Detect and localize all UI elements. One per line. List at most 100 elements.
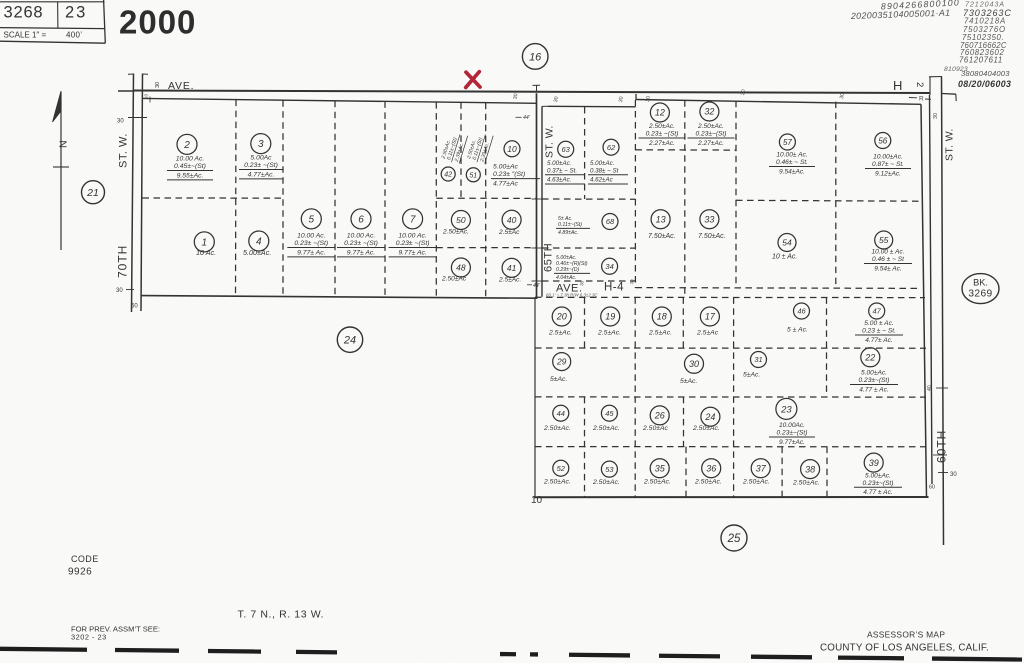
svg-text:2.50±Ac.: 2.50±Ac. xyxy=(643,479,671,486)
svg-text:5.00±Ac.: 5.00±Ac. xyxy=(547,160,571,167)
svg-text:2.5±Ac: 2.5±Ac xyxy=(696,330,719,337)
svg-text:3: 3 xyxy=(258,139,264,150)
svg-text:23: 23 xyxy=(65,3,87,21)
svg-text:2.50±Ac.: 2.50±Ac. xyxy=(592,425,620,432)
svg-text:2.50±Ac: 2.50±Ac xyxy=(642,425,668,432)
svg-text:70TH: 70TH xyxy=(116,245,130,278)
svg-text:44’: 44’ xyxy=(523,115,531,121)
svg-text:7.50±Ac.: 7.50±Ac. xyxy=(648,233,676,240)
svg-text:39: 39 xyxy=(869,458,879,468)
svg-text:5.00Ac: 5.00Ac xyxy=(250,155,272,162)
svg-text:16: 16 xyxy=(529,51,542,63)
svg-text:30: 30 xyxy=(553,96,560,103)
svg-text:0.23± ~(St): 0.23± ~(St) xyxy=(294,240,328,247)
svg-text:3269: 3269 xyxy=(968,289,992,300)
svg-text:51: 51 xyxy=(469,172,477,179)
svg-text:24: 24 xyxy=(343,335,356,347)
svg-text:0.23±~(St): 0.23±~(St) xyxy=(696,131,727,138)
svg-text:2.50±Ac.: 2.50±Ac. xyxy=(648,123,675,130)
svg-text:34: 34 xyxy=(605,262,613,271)
svg-text:18: 18 xyxy=(657,312,667,322)
svg-text:22: 22 xyxy=(864,353,875,363)
svg-text:R: R xyxy=(919,96,924,103)
svg-text:53: 53 xyxy=(605,465,614,474)
svg-text:40: 40 xyxy=(927,385,933,391)
svg-text:10.00 ± Ac.: 10.00 ± Ac. xyxy=(871,249,904,256)
svg-text:SCALE 1″ =: SCALE 1″ = xyxy=(4,31,47,40)
svg-text:17: 17 xyxy=(705,312,716,322)
svg-text:COUNTY OF LOS ANGELES, CAL: COUNTY OF LOS ANGELES, CALIF. xyxy=(820,643,989,654)
svg-text:2: 2 xyxy=(914,82,925,87)
svg-text:4.62±Ac: 4.62±Ac xyxy=(590,177,614,184)
svg-text:30: 30 xyxy=(839,93,846,100)
svg-text:52: 52 xyxy=(557,464,566,473)
svg-text:9926: 9926 xyxy=(68,567,92,578)
svg-text:0.23± ~(St): 0.23± ~(St) xyxy=(396,240,430,247)
svg-text:10.00 Ac.: 10.00 Ac. xyxy=(347,233,376,240)
svg-text:2.50±Ac.: 2.50±Ac. xyxy=(592,479,620,486)
svg-text:35: 35 xyxy=(655,463,666,473)
svg-text:2.5±Ac.: 2.5±Ac. xyxy=(548,330,572,337)
svg-text:0.23± ~(St): 0.23± ~(St) xyxy=(344,240,378,247)
svg-text:37: 37 xyxy=(756,463,767,473)
svg-text:9.55±Ac.: 9.55±Ac. xyxy=(177,173,204,180)
svg-text:23: 23 xyxy=(780,404,792,415)
svg-text:0.23±~(St): 0.23±~(St) xyxy=(859,377,890,384)
svg-text:10.00 Ac.: 10.00 Ac. xyxy=(398,233,427,240)
svg-text:26: 26 xyxy=(654,411,665,421)
svg-text:BK.: BK. xyxy=(973,278,988,288)
svg-text:4.04±Ac.: 4.04±Ac. xyxy=(556,275,576,281)
svg-text:0.46 ± ~ St: 0.46 ± ~ St xyxy=(872,256,905,263)
svg-text:36: 36 xyxy=(706,463,716,473)
svg-text:60TH: 60TH xyxy=(935,430,949,463)
svg-text:30: 30 xyxy=(933,113,939,119)
svg-text:2000: 2000 xyxy=(119,4,196,41)
svg-text:3268: 3268 xyxy=(4,3,44,21)
svg-text:4.89±Ac.: 4.89±Ac. xyxy=(558,230,578,236)
svg-text:0.46± ~ St.: 0.46± ~ St. xyxy=(776,159,808,166)
svg-text:32: 32 xyxy=(704,107,714,117)
svg-text:47: 47 xyxy=(873,307,882,316)
svg-text:55: 55 xyxy=(879,235,889,245)
svg-text:60: 60 xyxy=(929,485,935,491)
svg-text:10 ± Ac.: 10 ± Ac. xyxy=(772,254,797,261)
svg-text:0.11±~(St): 0.11±~(St) xyxy=(558,222,582,228)
svg-text:5.00±Ac.: 5.00±Ac. xyxy=(590,160,614,167)
svg-text:10.00±Ac.: 10.00±Ac. xyxy=(873,154,903,161)
svg-text:30: 30 xyxy=(689,359,699,369)
svg-text:4.77± Ac.: 4.77± Ac. xyxy=(865,337,893,344)
svg-text:10.00 Ac.: 10.00 Ac. xyxy=(297,233,326,240)
svg-text:56: 56 xyxy=(878,136,887,145)
svg-text:9.54±Ac.: 9.54±Ac. xyxy=(779,169,805,176)
svg-text:2.50±Ac.: 2.50±Ac. xyxy=(442,229,469,236)
svg-text:ASSESSOR’S MAP: ASSESSOR’S MAP xyxy=(867,630,945,640)
svg-text:21: 21 xyxy=(86,187,99,199)
svg-text:0.23±~(St): 0.23±~(St) xyxy=(777,430,808,437)
svg-text:4: 4 xyxy=(256,237,262,248)
svg-text:5±Ac.: 5±Ac. xyxy=(680,378,697,385)
svg-text:5±Ac.: 5±Ac. xyxy=(743,372,760,379)
svg-text:42: 42 xyxy=(444,172,452,179)
svg-text:2.5±Ac.: 2.5±Ac. xyxy=(648,330,672,337)
svg-text:9.77± Ac.: 9.77± Ac. xyxy=(347,250,376,257)
svg-text:4.77 ± Ac.: 4.77 ± Ac. xyxy=(859,387,889,394)
svg-text:5: 5 xyxy=(309,215,315,226)
svg-text:30: 30 xyxy=(740,89,747,96)
svg-text:41: 41 xyxy=(507,263,517,273)
svg-text:10.00± Ac.: 10.00± Ac. xyxy=(776,152,807,159)
svg-text:38: 38 xyxy=(805,464,815,474)
svg-text:10: 10 xyxy=(507,144,517,154)
svg-text:38080404003: 38080404003 xyxy=(961,69,1010,78)
svg-text:10 Ac.: 10 Ac. xyxy=(196,248,216,257)
svg-text:2: 2 xyxy=(183,140,190,151)
svg-text:2.50±Ac.: 2.50±Ac. xyxy=(694,479,722,486)
svg-text:2.50±Ac.: 2.50±Ac. xyxy=(742,479,770,486)
svg-text:761207611: 761207611 xyxy=(959,55,1003,64)
svg-text:9.12±Ac.: 9.12±Ac. xyxy=(875,171,901,178)
svg-text:63: 63 xyxy=(562,145,571,154)
svg-text:29: 29 xyxy=(556,357,567,367)
svg-text:5.00±Ac.: 5.00±Ac. xyxy=(865,473,891,480)
svg-text:54: 54 xyxy=(782,238,792,248)
svg-text:3202 - 23: 3202 - 23 xyxy=(71,633,107,642)
svg-text:7.50±Ac.: 7.50±Ac. xyxy=(698,233,726,240)
